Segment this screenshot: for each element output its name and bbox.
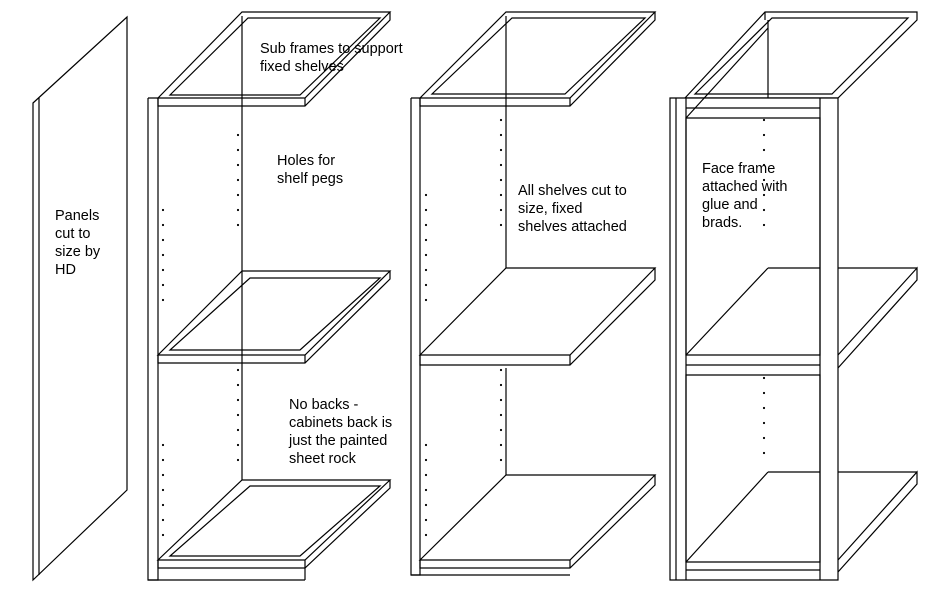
peg-hole — [236, 368, 240, 372]
peg-hole — [236, 443, 240, 447]
peg-hole — [499, 413, 503, 417]
peg-hole — [236, 428, 240, 432]
peg-hole — [499, 133, 503, 137]
peg-hole — [762, 376, 766, 380]
shelf-peg-holes-stage3 — [424, 118, 503, 537]
peg-hole — [424, 208, 428, 212]
peg-hole — [424, 193, 428, 197]
peg-hole — [499, 368, 503, 372]
side-panel-drawing — [32, 15, 128, 582]
peg-hole — [424, 503, 428, 507]
peg-hole — [424, 253, 428, 257]
peg-hole — [161, 533, 165, 537]
peg-hole — [499, 208, 503, 212]
panels-label: Panels cut to size by HD — [55, 208, 101, 278]
peg-hole — [161, 458, 165, 462]
peg-hole — [236, 148, 240, 152]
peg-hole — [762, 148, 766, 152]
peg-hole — [424, 223, 428, 227]
no-backs-label: No backs - cabinets back is just the pai… — [289, 397, 393, 467]
peg-hole — [236, 163, 240, 167]
peg-hole — [762, 193, 766, 197]
peg-hole — [161, 208, 165, 212]
face-frame-label: Face frame attached with glue and brads. — [702, 161, 788, 231]
peg-hole — [161, 253, 165, 257]
peg-hole — [499, 458, 503, 462]
peg-hole — [762, 436, 766, 440]
shelf-peg-holes-stage4 — [762, 118, 766, 455]
peg-hole — [499, 178, 503, 182]
peg-hole — [499, 193, 503, 197]
peg-hole — [236, 193, 240, 197]
peg-hole — [499, 148, 503, 152]
peg-hole — [762, 133, 766, 137]
peg-hole — [424, 533, 428, 537]
peg-hole — [424, 283, 428, 287]
shelf-peg-holes-stage2 — [161, 133, 240, 537]
sub-frames-label: Sub frames to support fixed shelves — [260, 41, 403, 75]
peg-hole — [499, 443, 503, 447]
peg-hole — [161, 443, 165, 447]
peg-hole — [499, 398, 503, 402]
peg-hole — [762, 178, 766, 182]
peg-hole — [424, 473, 428, 477]
peg-hole — [762, 406, 766, 410]
peg-hole — [161, 503, 165, 507]
peg-hole — [161, 488, 165, 492]
peg-hole — [424, 443, 428, 447]
peg-hole — [236, 413, 240, 417]
peg-hole — [236, 223, 240, 227]
peg-hole — [762, 391, 766, 395]
peg-hole — [161, 298, 165, 302]
peg-hole — [424, 268, 428, 272]
peg-hole — [762, 163, 766, 167]
peg-hole — [499, 118, 503, 122]
peg-hole — [161, 473, 165, 477]
peg-hole — [499, 223, 503, 227]
peg-hole — [762, 421, 766, 425]
peg-hole — [762, 208, 766, 212]
peg-hole — [236, 133, 240, 137]
carcass-with-face-frame-drawing — [669, 11, 918, 581]
peg-hole — [762, 451, 766, 455]
peg-hole — [161, 268, 165, 272]
peg-hole — [161, 223, 165, 227]
peg-hole — [424, 518, 428, 522]
peg-hole — [236, 178, 240, 182]
peg-hole — [236, 458, 240, 462]
peg-hole — [424, 298, 428, 302]
peg-hole — [161, 518, 165, 522]
peg-hole — [424, 458, 428, 462]
all-shelves-label: All shelves cut to size, fixed shelves a… — [518, 183, 627, 235]
peg-hole — [161, 238, 165, 242]
peg-hole — [762, 223, 766, 227]
peg-hole — [499, 383, 503, 387]
peg-hole — [161, 283, 165, 287]
holes-label: Holes for shelf pegs — [277, 153, 344, 187]
peg-hole — [236, 383, 240, 387]
carcass-with-subframes-drawing — [147, 11, 392, 581]
peg-hole — [236, 398, 240, 402]
peg-hole — [236, 208, 240, 212]
peg-hole — [499, 428, 503, 432]
peg-hole — [762, 118, 766, 122]
peg-hole — [499, 163, 503, 167]
carcass-with-shelves-drawing — [410, 11, 657, 576]
peg-hole — [424, 488, 428, 492]
peg-hole — [424, 238, 428, 242]
